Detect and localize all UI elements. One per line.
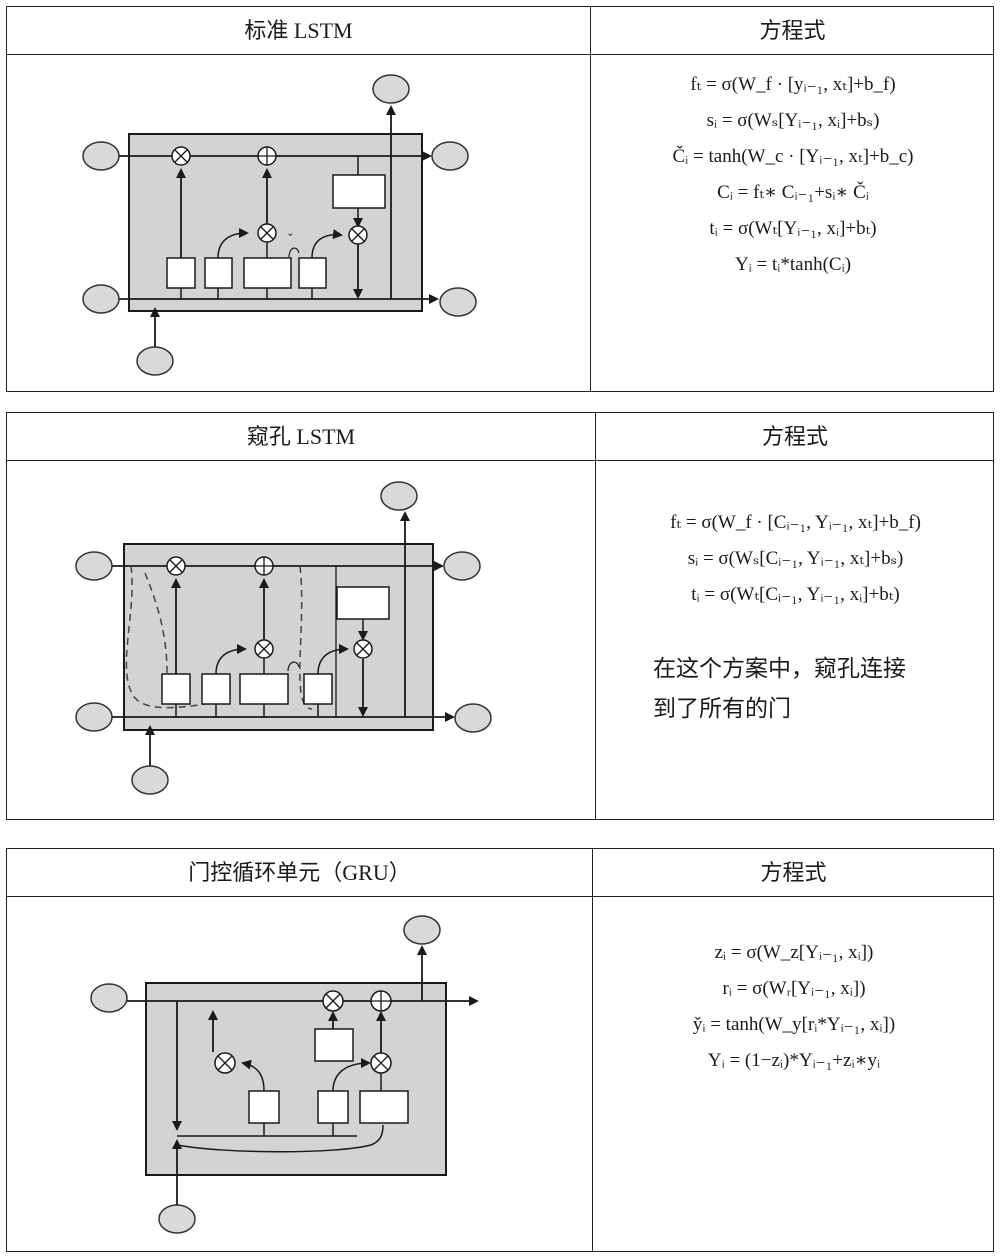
equation: tᵢ = σ(Wₜ[Yᵢ₋₁, xᵢ]+bₜ) — [709, 218, 877, 239]
panel-header: 窥孔 LSTM 方程式 — [7, 413, 993, 461]
top-output-node — [380, 481, 418, 511]
panel-standard-lstm: 标准 LSTM 方程式 — [6, 6, 994, 392]
update-gate-box — [317, 1090, 349, 1124]
x-input-node — [136, 346, 174, 376]
equations-title: 方程式 — [761, 424, 828, 449]
hidden-state-input-node — [82, 284, 120, 314]
cell-state-input-node — [82, 141, 120, 171]
equations-title: 方程式 — [760, 860, 827, 885]
gru-cell-body — [145, 982, 447, 1176]
multiply-operator — [322, 990, 344, 1012]
multiply-operator — [166, 556, 186, 576]
equation: Yᵢ = (1−zᵢ)*Yᵢ₋₁+zᵢ∗yᵢ — [707, 1050, 881, 1071]
equation: tᵢ = σ(Wₜ[Cᵢ₋₁, Yᵢ₋₁, xᵢ]+bₜ) — [691, 584, 900, 605]
equation: sᵢ = σ(Wₛ[Yᵢ₋₁, xᵢ]+bₛ) — [706, 110, 880, 131]
input-gate-box — [201, 673, 231, 705]
input-gate-box — [204, 257, 233, 289]
add-operator — [257, 146, 277, 166]
equation: fₜ = σ(W_f · [yᵢ₋₁, xₜ]+b_f) — [690, 74, 896, 95]
peephole-note: 在这个方案中，窥孔连接 到了所有的门 — [653, 649, 906, 729]
multiply-operator — [348, 225, 368, 245]
panel-header: 门控循环单元（GRU） 方程式 — [7, 849, 993, 897]
multiply-operator — [370, 1052, 392, 1074]
hidden-state-output-node — [454, 703, 492, 733]
note-line: 到了所有的门 — [653, 696, 791, 722]
tanh-box — [332, 174, 386, 209]
equation: fₜ = σ(W_f · [Cᵢ₋₁, Yᵢ₋₁, xₜ]+b_f) — [670, 512, 921, 533]
equation: sᵢ = σ(Wₛ[Cᵢ₋₁, Yᵢ₋₁, xₜ]+bₛ) — [687, 548, 904, 569]
add-operator — [254, 556, 274, 576]
x-input-node — [131, 765, 169, 795]
output-gate-box — [303, 673, 333, 705]
hidden-state-input-node — [75, 702, 113, 732]
hidden-state-input-node — [90, 983, 128, 1013]
reset-gate-box — [248, 1090, 280, 1124]
x-input-node — [158, 1204, 196, 1234]
equations-title: 方程式 — [759, 18, 826, 43]
multiply-operator — [353, 639, 373, 659]
standard-lstm-diagram: ˇ — [82, 74, 477, 376]
multiply-operator — [171, 146, 191, 166]
hidden-state-output-node — [439, 287, 477, 317]
candidate-box — [239, 673, 289, 705]
panel-peephole-lstm: 窥孔 LSTM 方程式 — [6, 412, 994, 820]
note-line: 在这个方案中，窥孔连接 — [653, 656, 906, 682]
multiply-operator — [214, 1052, 236, 1074]
add-operator — [370, 990, 392, 1012]
diagram-title: 门控循环单元（GRU） — [188, 860, 411, 885]
one-minus-box — [314, 1028, 354, 1062]
cell-state-input-node — [75, 551, 113, 581]
equation: rᵢ = σ(Wᵣ[Yᵢ₋₁, xᵢ]) — [722, 978, 866, 999]
tanh-box — [336, 586, 390, 620]
diagram-title: 窥孔 LSTM — [246, 424, 356, 449]
equations-block: fₜ = σ(W_f · [yᵢ₋₁, xₜ]+b_f) sᵢ = σ(Wₛ[Y… — [591, 67, 995, 283]
equation: Čᵢ = tanh(W_c · [Yᵢ₋₁, xₜ]+b_c) — [672, 146, 914, 167]
candidate-box — [359, 1090, 409, 1124]
cell-state-output-node — [443, 551, 481, 581]
column-divider — [592, 849, 593, 1251]
forget-gate-box — [166, 257, 196, 289]
equation: Cᵢ = fₜ∗ Cᵢ₋₁+sᵢ∗ Čᵢ — [717, 182, 869, 203]
cell-state-output-node — [431, 141, 469, 171]
panel-header: 标准 LSTM 方程式 — [7, 7, 993, 55]
column-divider — [595, 413, 596, 819]
output-gate-box — [298, 257, 327, 289]
diagram-title: 标准 LSTM — [244, 18, 353, 43]
column-divider — [590, 7, 591, 391]
top-output-node — [403, 915, 441, 945]
multiply-operator — [257, 223, 277, 243]
equations-block: fₜ = σ(W_f · [Cᵢ₋₁, Yᵢ₋₁, xₜ]+b_f) sᵢ = … — [596, 505, 995, 613]
peephole-lstm-diagram — [75, 481, 492, 795]
multiply-operator — [254, 639, 274, 659]
candidate-box — [243, 257, 292, 289]
svg-text:ˇ: ˇ — [288, 232, 293, 247]
top-output-node — [372, 74, 410, 104]
equation: Yᵢ = tᵢ*tanh(Cᵢ) — [734, 254, 852, 275]
equations-block: zᵢ = σ(W_z[Yᵢ₋₁, xᵢ]) rᵢ = σ(Wᵣ[Yᵢ₋₁, xᵢ… — [593, 935, 995, 1079]
panel-gru: 门控循环单元（GRU） 方程式 — [6, 848, 994, 1252]
equation: zᵢ = σ(W_z[Yᵢ₋₁, xᵢ]) — [714, 942, 874, 963]
gru-diagram — [90, 915, 479, 1234]
equation: y̌ᵢ = tanh(W_y[rᵢ*Yᵢ₋₁, xᵢ]) — [692, 1014, 896, 1035]
forget-gate-box — [161, 673, 191, 705]
